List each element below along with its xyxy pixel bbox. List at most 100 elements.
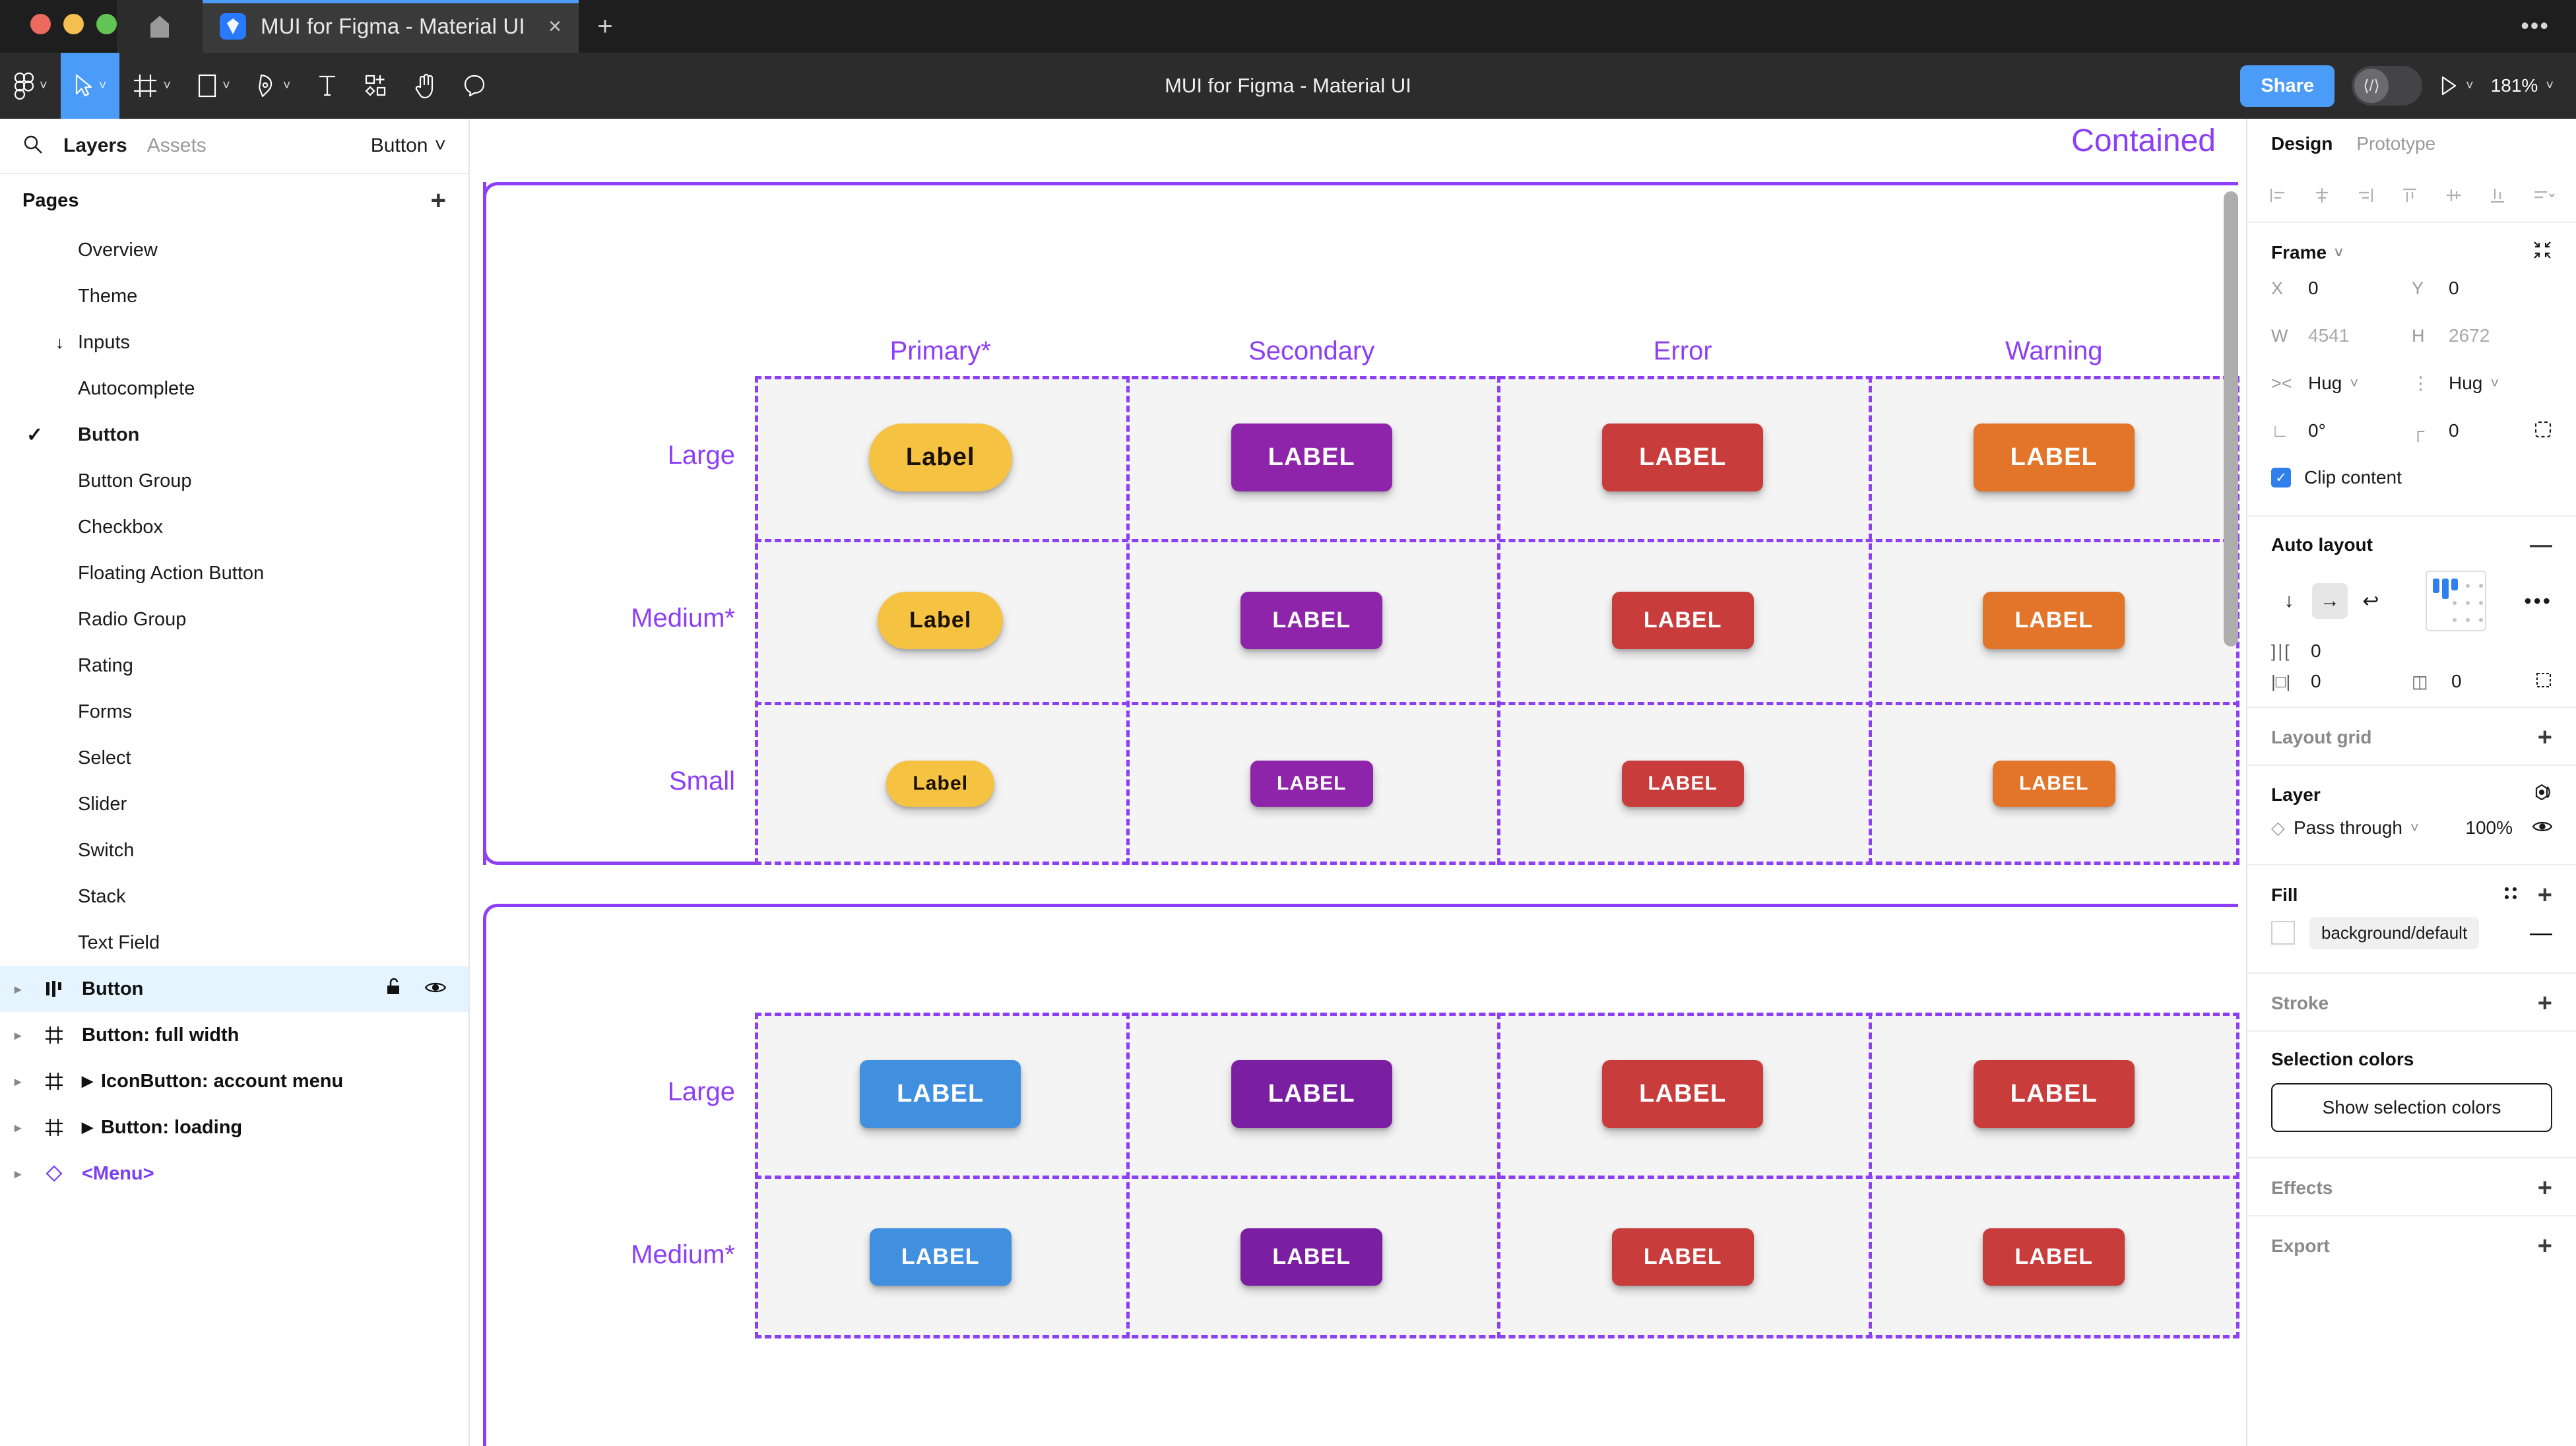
clip-content-row[interactable]: ✓ Clip content: [2271, 455, 2552, 501]
material-button[interactable]: LABEL: [1602, 1060, 1764, 1128]
frame-tool-icon[interactable]: ˅: [119, 53, 184, 119]
browser-menu-icon[interactable]: •••: [2521, 12, 2550, 39]
page-item-forms[interactable]: Forms: [0, 689, 468, 735]
material-button[interactable]: Label: [878, 592, 1004, 649]
add-page-button[interactable]: +: [430, 186, 446, 215]
search-icon[interactable]: [22, 134, 44, 158]
tab-layers[interactable]: Layers: [63, 135, 127, 156]
align-vertical-center-icon[interactable]: [2445, 186, 2463, 204]
layer-row[interactable]: ▸<Menu>: [0, 1150, 468, 1197]
material-button[interactable]: LABEL: [1621, 760, 1744, 807]
material-button[interactable]: LABEL: [1611, 592, 1754, 649]
align-bottom-icon[interactable]: [2488, 186, 2507, 204]
material-button[interactable]: LABEL: [869, 1228, 1012, 1286]
material-button[interactable]: LABEL: [1983, 592, 2125, 649]
independent-corners-icon[interactable]: [2534, 420, 2552, 442]
align-left-icon[interactable]: [2269, 186, 2287, 204]
page-item-slider[interactable]: Slider: [0, 781, 468, 827]
y-field[interactable]: Y 0: [2412, 278, 2552, 299]
collapse-frame-icon[interactable]: [2532, 240, 2552, 265]
tab-assets[interactable]: Assets: [146, 135, 207, 156]
material-button[interactable]: LABEL: [1231, 424, 1392, 491]
alignment-picker[interactable]: [2426, 571, 2486, 631]
figma-menu-icon[interactable]: ˅: [0, 53, 61, 119]
layer-row[interactable]: ▸Button: [0, 966, 468, 1012]
direction-horizontal-button[interactable]: →: [2312, 583, 2348, 619]
text-tool-icon[interactable]: [304, 53, 351, 119]
show-selection-colors-button[interactable]: Show selection colors: [2271, 1083, 2552, 1132]
layer-settings-icon[interactable]: [2532, 783, 2552, 806]
chevron-down-icon[interactable]: ˅: [2466, 78, 2474, 93]
page-item-stack[interactable]: Stack: [0, 873, 468, 920]
visibility-eye-icon[interactable]: [2532, 819, 2553, 837]
fill-style-token[interactable]: background/default: [2309, 916, 2480, 949]
individual-padding-icon[interactable]: [2535, 672, 2552, 692]
canvas-vertical-scrollbar[interactable]: [2224, 191, 2238, 646]
material-button[interactable]: LABEL: [1611, 1228, 1754, 1286]
x-field[interactable]: X 0: [2271, 278, 2412, 299]
material-button[interactable]: LABEL: [1250, 760, 1373, 807]
material-button[interactable]: LABEL: [1602, 424, 1764, 491]
material-button[interactable]: LABEL: [1240, 592, 1383, 649]
material-button[interactable]: LABEL: [1973, 1060, 2135, 1128]
visibility-eye-icon[interactable]: [424, 978, 447, 1000]
disclosure-triangle-icon[interactable]: ▸: [14, 1166, 22, 1181]
gap-field[interactable]: ]∣[ 0: [2271, 641, 2321, 662]
tab-design[interactable]: Design: [2271, 133, 2333, 154]
clip-content-checkbox[interactable]: ✓: [2271, 468, 2291, 487]
shape-tool-icon[interactable]: ˅: [184, 53, 243, 119]
page-item-select[interactable]: Select: [0, 735, 468, 781]
height-field[interactable]: H 2672: [2412, 325, 2552, 346]
corner-radius-field[interactable]: ┌ 0: [2412, 420, 2552, 442]
new-tab-button[interactable]: +: [597, 11, 613, 41]
add-effect-button[interactable]: +: [2537, 1174, 2552, 1202]
dev-mode-toggle[interactable]: ⟨/⟩: [2352, 66, 2422, 106]
minimize-window-button[interactable]: [63, 14, 84, 34]
resources-tool-icon[interactable]: [351, 53, 401, 119]
page-item-autocomplete[interactable]: Autocomplete: [0, 365, 468, 412]
page-selector[interactable]: Button ˅: [371, 135, 446, 157]
page-item-theme[interactable]: Theme: [0, 273, 468, 319]
material-button[interactable]: LABEL: [1231, 1060, 1392, 1128]
fill-styles-icon[interactable]: [2502, 885, 2519, 906]
page-item-inputs[interactable]: ↓Inputs: [0, 319, 468, 365]
add-layout-grid-button[interactable]: +: [2537, 724, 2552, 751]
disclosure-triangle-icon[interactable]: ▸: [14, 1120, 22, 1135]
remove-auto-layout-button[interactable]: —: [2530, 532, 2552, 557]
share-button[interactable]: Share: [2240, 65, 2334, 107]
distribute-menu-icon[interactable]: [2532, 186, 2555, 204]
hand-tool-icon[interactable]: [401, 53, 450, 119]
tab-prototype[interactable]: Prototype: [2356, 133, 2436, 154]
horizontal-padding-field[interactable]: |□| 0: [2271, 671, 2412, 692]
align-right-icon[interactable]: [2356, 186, 2375, 204]
material-button[interactable]: Label: [868, 424, 1012, 491]
blend-mode-dropdown[interactable]: Pass through ˅: [2294, 817, 2419, 838]
layer-row[interactable]: ▸▶Button: loading: [0, 1104, 468, 1150]
material-button[interactable]: LABEL: [1973, 424, 2135, 491]
disclosure-triangle-icon[interactable]: ▸: [14, 982, 22, 997]
disclosure-triangle-icon[interactable]: ▸: [14, 1028, 22, 1043]
auto-layout-more-options-button[interactable]: •••: [2524, 588, 2552, 613]
material-button[interactable]: LABEL: [1983, 1228, 2125, 1286]
present-button[interactable]: ˅: [2439, 75, 2474, 96]
unlock-icon[interactable]: [385, 977, 402, 1001]
page-item-button-group[interactable]: Button Group: [0, 458, 468, 504]
material-button[interactable]: LABEL: [1993, 760, 2115, 807]
page-item-switch[interactable]: Switch: [0, 827, 468, 873]
move-tool-icon[interactable]: ˅: [60, 53, 120, 119]
rotation-field[interactable]: ∟ 0°: [2271, 420, 2412, 441]
vertical-padding-field[interactable]: ◫ 0: [2412, 671, 2552, 692]
pen-tool-icon[interactable]: ˅: [243, 53, 304, 119]
home-button[interactable]: [117, 0, 203, 53]
close-icon[interactable]: ×: [548, 14, 562, 39]
layer-row[interactable]: ▸Button: full width: [0, 1012, 468, 1058]
vertical-resizing-field[interactable]: ⋮ Hug ˅: [2412, 373, 2552, 394]
page-item-radio-group[interactable]: Radio Group: [0, 596, 468, 643]
layer-row[interactable]: ▸▶IconButton: account menu: [0, 1058, 468, 1104]
opacity-value[interactable]: 100%: [2465, 817, 2513, 838]
page-item-button[interactable]: ✓Button: [0, 412, 468, 458]
add-stroke-button[interactable]: +: [2537, 990, 2552, 1017]
page-item-text-field[interactable]: Text Field: [0, 920, 468, 966]
chevron-down-icon[interactable]: ˅: [2334, 243, 2343, 261]
